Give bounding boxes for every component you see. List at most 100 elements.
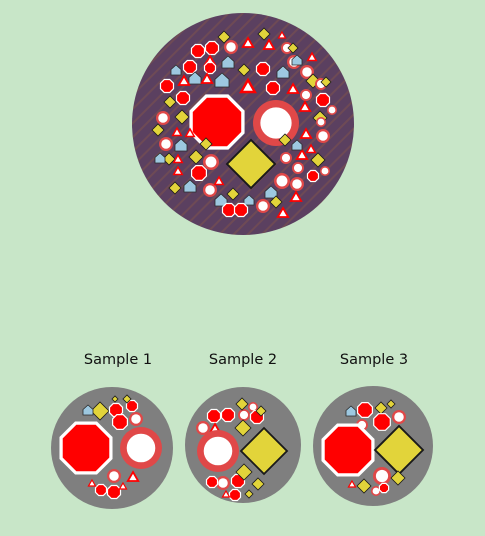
house-icon xyxy=(291,54,303,66)
triangle-icon xyxy=(87,478,97,487)
diamond-sign-icon xyxy=(188,149,204,165)
diamond-sign-icon xyxy=(269,195,283,209)
triangle-icon xyxy=(347,479,357,488)
ring-circle-inner xyxy=(109,471,119,481)
stop-octagon-icon xyxy=(206,408,222,424)
ring-circle-inner xyxy=(126,433,156,463)
stop-octagon-icon xyxy=(191,165,207,181)
house-icon xyxy=(174,138,188,152)
stop-octagon-icon xyxy=(94,483,108,497)
sample-1-label: Sample 1 xyxy=(83,352,153,368)
triangle-icon xyxy=(289,190,303,202)
house-icon xyxy=(170,64,182,76)
diamond-sign-icon xyxy=(373,424,425,476)
ring-circle-inner xyxy=(318,131,328,141)
house-icon xyxy=(183,179,197,193)
house-icon xyxy=(214,72,230,88)
stop-octagon-icon xyxy=(125,399,139,413)
stop-octagon-icon xyxy=(111,414,129,431)
sample-3-label: Sample 3 xyxy=(339,352,409,368)
diamond-sign-icon xyxy=(320,76,332,88)
triangle-icon xyxy=(172,165,184,176)
diamond-sign-icon xyxy=(390,470,406,486)
diamond-sign-icon xyxy=(174,109,190,125)
diamond-sign-icon xyxy=(237,63,251,77)
ring-circle-inner xyxy=(260,107,292,139)
diamond-sign-icon xyxy=(374,401,388,415)
diamond-sign-icon xyxy=(255,405,267,417)
ring-circle-inner xyxy=(328,106,336,114)
triangle-icon xyxy=(262,38,276,50)
house-icon xyxy=(221,55,235,69)
stop-octagon-icon xyxy=(228,488,242,502)
diamond-sign-icon xyxy=(168,181,182,195)
stop-octagon-icon xyxy=(220,407,236,423)
ring-circle-inner xyxy=(317,118,325,126)
triangle-icon xyxy=(221,489,231,498)
ring-circle-inner xyxy=(158,113,168,123)
triangle-icon xyxy=(277,30,287,39)
diamond-sign-icon xyxy=(386,399,396,409)
stop-octagon-icon xyxy=(203,61,217,75)
sample-3-figure xyxy=(313,386,433,506)
triangle-icon xyxy=(239,77,257,94)
stop-octagon-icon xyxy=(189,94,245,150)
ring-circle-inner xyxy=(258,201,268,211)
ring-circle-inner xyxy=(226,42,236,52)
diamond-sign-icon xyxy=(234,419,252,437)
ring-circle-inner xyxy=(205,156,217,168)
diamond-sign-icon xyxy=(287,42,299,54)
stop-octagon-icon xyxy=(205,475,219,489)
ring-circle-inner xyxy=(281,153,291,163)
stop-octagon-icon xyxy=(356,402,374,419)
house-icon xyxy=(291,139,303,151)
ring-circle-inner xyxy=(239,410,249,420)
triangle-icon xyxy=(306,51,318,62)
sample-1-figure xyxy=(51,387,173,509)
house-icon xyxy=(345,405,357,417)
stop-octagon-icon xyxy=(182,59,198,75)
stop-octagon-icon xyxy=(233,202,249,218)
diamond-sign-icon xyxy=(122,394,132,404)
stop-octagon-icon xyxy=(204,40,220,56)
house-icon xyxy=(154,152,166,164)
ring-circle-inner xyxy=(203,436,233,466)
stop-octagon-icon xyxy=(106,484,122,500)
main-tile-figure xyxy=(132,13,354,235)
diamond-sign-icon xyxy=(278,133,292,147)
house-icon xyxy=(276,65,290,79)
stop-octagon-icon xyxy=(175,90,191,106)
triangle-icon xyxy=(171,126,183,137)
triangle-icon xyxy=(126,470,140,482)
diamond-sign-icon xyxy=(235,463,253,481)
diamond-sign-icon xyxy=(163,95,177,109)
house-icon xyxy=(82,404,94,416)
ring-circle-inner xyxy=(292,179,302,189)
stop-octagon-icon xyxy=(306,169,320,183)
ring-circle-inner xyxy=(372,487,380,495)
house-icon xyxy=(188,71,202,85)
triangle-icon xyxy=(299,127,313,139)
triangle-icon xyxy=(184,127,196,138)
triangle-icon xyxy=(177,74,191,86)
triangle-icon xyxy=(298,100,312,112)
triangle-icon xyxy=(286,82,300,94)
diamond-sign-icon xyxy=(199,137,213,151)
triangle-icon xyxy=(295,148,309,160)
ring-circle-inner xyxy=(205,185,215,195)
stop-octagon-icon xyxy=(378,482,390,494)
diamond-sign-icon xyxy=(257,27,271,41)
stop-octagon-icon xyxy=(373,413,391,431)
ring-circle-inner xyxy=(293,163,303,173)
triangle-icon xyxy=(213,175,225,186)
ring-circle-inner xyxy=(218,478,228,488)
ring-circle-inner xyxy=(375,469,389,483)
triangle-icon xyxy=(200,72,214,84)
ring-circle-inner xyxy=(321,167,329,175)
diamond-sign-icon xyxy=(310,152,326,168)
triangle-icon xyxy=(118,481,128,490)
stop-octagon-icon xyxy=(265,80,281,96)
ring-circle-inner xyxy=(198,423,208,433)
sample-2-label: Sample 2 xyxy=(208,352,278,368)
diamond-sign-icon xyxy=(225,138,277,190)
